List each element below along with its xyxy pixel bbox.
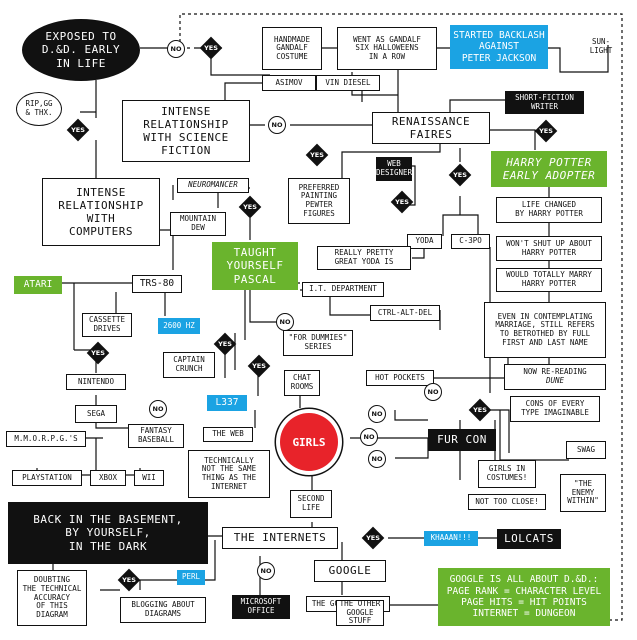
node-short-fiction: SHORT-FICTION WRITER <box>505 91 584 114</box>
node-nintendo: NINTENDO <box>66 374 126 390</box>
node-girls: GIRLS <box>280 413 338 471</box>
node-it-department: I.T. DEPARTMENT <box>302 282 384 297</box>
node-went-as-gandalf: WENT AS GANDALF SIX HALLOWEENS IN A ROW <box>337 27 437 70</box>
node-exposed: EXPOSED TO D.&D. EARLY IN LIFE <box>22 19 140 81</box>
node-the-internets: THE INTERNETS <box>222 527 338 549</box>
node-trs80: TRS-80 <box>132 275 182 293</box>
node-atari: ATARI <box>14 276 62 294</box>
node-enemy-within: "THE ENEMY WITHIN" <box>560 474 606 512</box>
yes-diamond: YES <box>66 118 90 142</box>
node-vin-diesel: VIN DIESEL <box>316 75 380 91</box>
no-circle: NO <box>257 562 275 580</box>
node-really-pretty: REALLY PRETTY GREAT YODA IS <box>317 246 411 270</box>
node-captain-crunch: CAPTAIN CRUNCH <box>163 352 215 378</box>
no-circle: NO <box>149 400 167 418</box>
no-circle: NO <box>368 405 386 423</box>
node-chat-rooms: CHAT ROOMS <box>284 370 320 396</box>
node-intense-scifi: INTENSE RELATIONSHIP WITH SCIENCE FICTIO… <box>122 100 250 162</box>
node-taught-pascal: TAUGHT YOURSELF PASCAL <box>212 242 298 290</box>
node-blogging: BLOGGING ABOUT DIAGRAMS <box>120 597 206 623</box>
node-girls-costumes: GIRLS IN COSTUMES! <box>478 460 536 488</box>
yes-diamond: YES <box>213 332 237 356</box>
node-xbox: XBOX <box>90 470 126 486</box>
no-circle: NO <box>424 383 442 401</box>
node-cons-every: CONS OF EVERY TYPE IMAGINABLE <box>510 396 600 422</box>
node-not-too-close: NOT TOO CLOSE! <box>468 494 546 510</box>
node-web-designer: WEB DESIGNER <box>376 157 412 181</box>
node-now-rereading: NOW RE-READING DUNE <box>504 364 606 390</box>
node-perl: PERL <box>177 570 205 585</box>
node-handmade-gandalf: HANDMADE GANDALF COSTUME <box>262 27 322 70</box>
node-second-life: SECOND LIFE <box>290 490 332 518</box>
node-fur-con: FUR CON <box>428 429 496 451</box>
node-doubting: DOUBTING THE TECHNICAL ACCURACY OF THIS … <box>17 570 87 626</box>
node-technically: TECHNICALLY NOT THE SAME THING AS THE IN… <box>188 450 270 498</box>
no-circle: NO <box>276 313 294 331</box>
node-the-web: THE WEB <box>203 427 253 442</box>
yes-diamond: YES <box>86 341 110 365</box>
node-even-contemplating: EVEN IN CONTEMPLATING MARRIAGE, STILL RE… <box>484 302 606 358</box>
no-circle: NO <box>360 428 378 446</box>
yes-diamond: YES <box>305 143 329 167</box>
node-c3po: C-3PO <box>451 234 490 249</box>
node-l337: L337 <box>207 395 247 411</box>
node-neuromancer: NEUROMANCER <box>177 178 249 193</box>
node-intense-computers: INTENSE RELATIONSHIP WITH COMPUTERS <box>42 178 160 246</box>
yes-diamond: YES <box>390 190 414 214</box>
node-rip: RIP,GG & THX. <box>16 92 62 126</box>
node-sega: SEGA <box>75 405 117 423</box>
node-ms-office: MICROSOFT OFFICE <box>232 595 290 619</box>
node-started-backlash: STARTED BACKLASH AGAINST PETER JACKSON <box>450 25 548 69</box>
yes-diamond: YES <box>361 526 385 550</box>
yes-diamond: YES <box>117 568 141 592</box>
yes-diamond: YES <box>247 354 271 378</box>
no-circle: NO <box>368 450 386 468</box>
node-yoda: YODA <box>407 234 442 249</box>
node-asimov: ASIMOV <box>262 75 316 91</box>
node-harry-potter: HARRY POTTER EARLY ADOPTER <box>491 151 607 187</box>
dune-text: DUNE <box>545 376 565 385</box>
now-rereading-text: NOW RE-READING <box>523 367 587 377</box>
yes-diamond: YES <box>448 163 472 187</box>
node-ctrl-alt-del: CTRL-ALT-DEL <box>370 305 440 321</box>
node-swag: SWAG <box>566 441 606 459</box>
node-would-marry: WOULD TOTALLY MARRY HARRY POTTER <box>496 268 602 292</box>
node-cassette: CASSETTE DRIVES <box>82 313 132 337</box>
node-google: GOOGLE <box>314 560 386 582</box>
node-wii: WII <box>134 470 164 486</box>
node-renaissance: RENAISSANCE FAIRES <box>372 112 490 144</box>
yes-diamond: YES <box>199 36 223 60</box>
yes-diamond: YES <box>468 398 492 422</box>
node-fantasy-baseball: FANTASY BASEBALL <box>128 424 184 448</box>
node-hot-pockets: HOT POCKETS <box>366 370 434 386</box>
yes-diamond: YES <box>534 119 558 143</box>
node-back-basement: BACK IN THE BASEMENT, BY YOURSELF, IN TH… <box>8 502 208 564</box>
node-2600hz: 2600 Hz <box>158 318 200 334</box>
no-circle: NO <box>167 40 185 58</box>
yes-diamond: YES <box>238 195 262 219</box>
node-wont-shut-up: WON'T SHUT UP ABOUT HARRY POTTER <box>496 236 602 261</box>
node-lolcats: LOLCATS <box>497 529 561 549</box>
node-mmorpgs: M.M.O.R.P.G.'S <box>6 431 86 447</box>
node-google-dnd: GOOGLE IS ALL ABOUT D.&D.: PAGE RANK = C… <box>438 568 610 626</box>
node-preferred-painting: PREFERRED PAINTING PEWTER FIGURES <box>288 178 350 224</box>
node-playstation: PLAYSTATION <box>12 470 82 486</box>
node-mountain-dew: MOUNTAIN DEW <box>170 212 226 236</box>
node-khaaan: KHAAAN!!! <box>424 531 478 546</box>
no-circle: NO <box>268 116 286 134</box>
node-sunlight: SUN- LIGHT <box>589 37 613 55</box>
node-life-changed: LIFE CHANGED BY HARRY POTTER <box>496 197 602 223</box>
node-other-google: THE OTHER GOOGLE STUFF <box>336 599 384 626</box>
node-for-dummies: "FOR DUMMIES" SERIES <box>283 330 353 356</box>
